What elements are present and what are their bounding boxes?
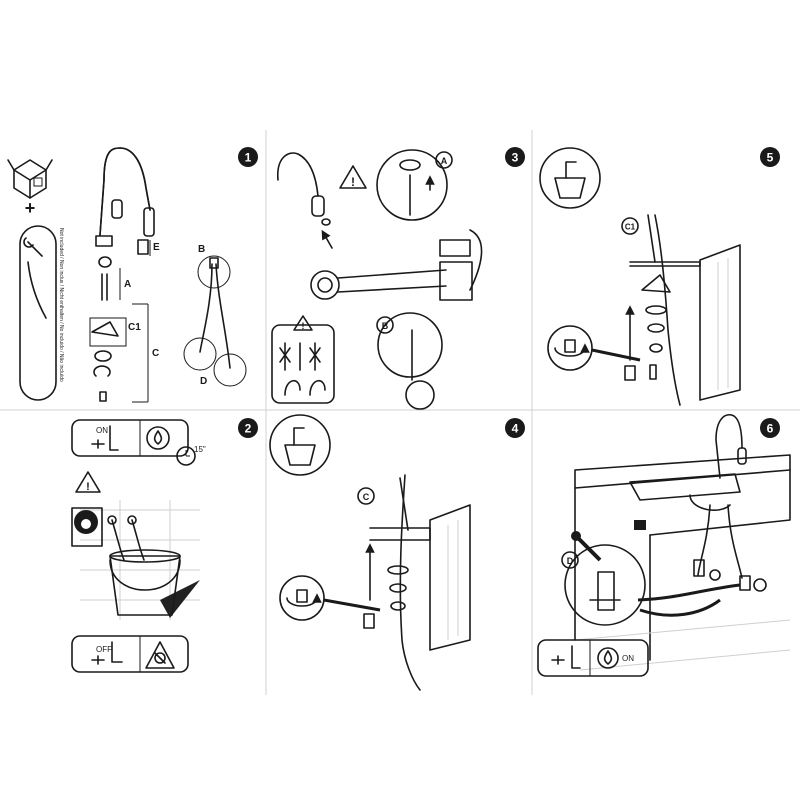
kitchen-cabinet xyxy=(574,454,791,671)
step-badge-5 xyxy=(760,147,780,167)
callout-c-badge xyxy=(357,487,375,505)
pull-down-sprayer xyxy=(277,152,333,249)
box-icon xyxy=(7,159,53,199)
bucket-icon xyxy=(109,549,181,616)
callout-c1: C1 xyxy=(625,223,636,232)
detail-circle-b xyxy=(197,255,231,289)
water-drop-icon xyxy=(146,426,170,450)
valve-on-box xyxy=(537,639,649,677)
warning-icon: ! xyxy=(75,471,101,493)
step-number-4: 4 xyxy=(512,422,519,436)
faucet-installed xyxy=(697,414,747,579)
wrench-icon xyxy=(571,531,602,562)
callout-d: D xyxy=(567,556,574,566)
panel-dividers xyxy=(0,130,800,695)
callout-b-badge xyxy=(376,316,394,334)
mounting-assembly xyxy=(310,229,483,301)
label-a: A xyxy=(124,279,131,290)
callout-a-badge xyxy=(435,151,453,169)
step-number-6: 6 xyxy=(767,422,774,436)
step-badge-3 xyxy=(505,147,525,167)
tightening-inset xyxy=(547,325,593,371)
sink-inset xyxy=(539,147,601,209)
valve-off-label: OFF xyxy=(96,645,112,654)
timer-label: 15" xyxy=(194,445,206,454)
part-e xyxy=(137,239,151,256)
sink-inset xyxy=(269,414,331,476)
panel-step-5: 5 C1 xyxy=(539,147,780,406)
callout-a: A xyxy=(441,156,448,166)
panel-step-6: 6 D xyxy=(537,414,791,677)
label-d: D xyxy=(200,376,207,387)
faucet-drawing xyxy=(95,147,155,247)
o-ring xyxy=(98,256,112,268)
detail-circle-d-right xyxy=(213,353,247,387)
callout-b: B xyxy=(382,321,389,331)
step-badge-2 xyxy=(238,418,258,438)
flexible-hoses xyxy=(199,257,231,369)
tools-not-included xyxy=(19,225,57,401)
part-c xyxy=(93,303,149,403)
panel-step-4: 4 C xyxy=(269,414,525,691)
not-included-text: Not included / Non inclus / Nicht enthal… xyxy=(58,228,64,382)
plus-sign: + xyxy=(25,198,36,218)
svg-text:!: ! xyxy=(86,481,90,493)
no-water-icon xyxy=(145,641,175,669)
detail-circle-bottom xyxy=(405,380,435,410)
detail-circle-d xyxy=(564,544,646,626)
callout-c: C xyxy=(363,492,370,502)
step-badge-6 xyxy=(760,418,780,438)
panel-step-2: 2 ON 15" ! xyxy=(71,418,258,673)
step-badge-1 xyxy=(238,147,258,167)
panel-step-1: 1 + Not included / Non inclus / Nicht en… xyxy=(7,147,258,403)
hex-key-icon xyxy=(27,261,47,319)
wrench-icon xyxy=(23,237,43,257)
detail-circle-b xyxy=(377,312,443,378)
tightening-inset xyxy=(279,575,325,621)
step-number-3: 3 xyxy=(512,151,519,165)
svg-text:!: ! xyxy=(351,175,355,189)
panel-step-3: 3 ! A B xyxy=(271,147,525,410)
label-b: B xyxy=(198,244,205,255)
countertop-section xyxy=(369,504,471,651)
shutoff-valves xyxy=(693,559,767,592)
countertop-section xyxy=(629,244,741,401)
callout-d-badge xyxy=(561,551,579,569)
step-badge-4 xyxy=(505,418,525,438)
callout-c1-badge xyxy=(621,217,639,235)
label-e: E xyxy=(153,242,160,253)
valve-on-label: ON xyxy=(96,426,108,435)
water-drop-icon xyxy=(597,647,619,669)
timer-icon xyxy=(176,446,196,466)
part-a xyxy=(101,268,121,301)
label-c: C xyxy=(152,348,159,359)
detail-circle-d-left xyxy=(183,337,217,371)
valve-off-box xyxy=(71,635,189,673)
step-number-1: 1 xyxy=(245,151,252,165)
step-number-2: 2 xyxy=(245,422,252,436)
detail-circle-a xyxy=(376,149,448,221)
svg-text:!: ! xyxy=(302,321,305,331)
warning-icon: ! xyxy=(339,165,367,189)
warning-box: ! xyxy=(271,315,335,404)
part-c1 xyxy=(89,317,127,347)
valve-on-label: ON xyxy=(622,654,634,663)
label-c1: C1 xyxy=(128,322,141,333)
bucket-flush-scene xyxy=(80,500,200,620)
valve-on-box xyxy=(71,419,189,457)
step-number-5: 5 xyxy=(767,151,774,165)
